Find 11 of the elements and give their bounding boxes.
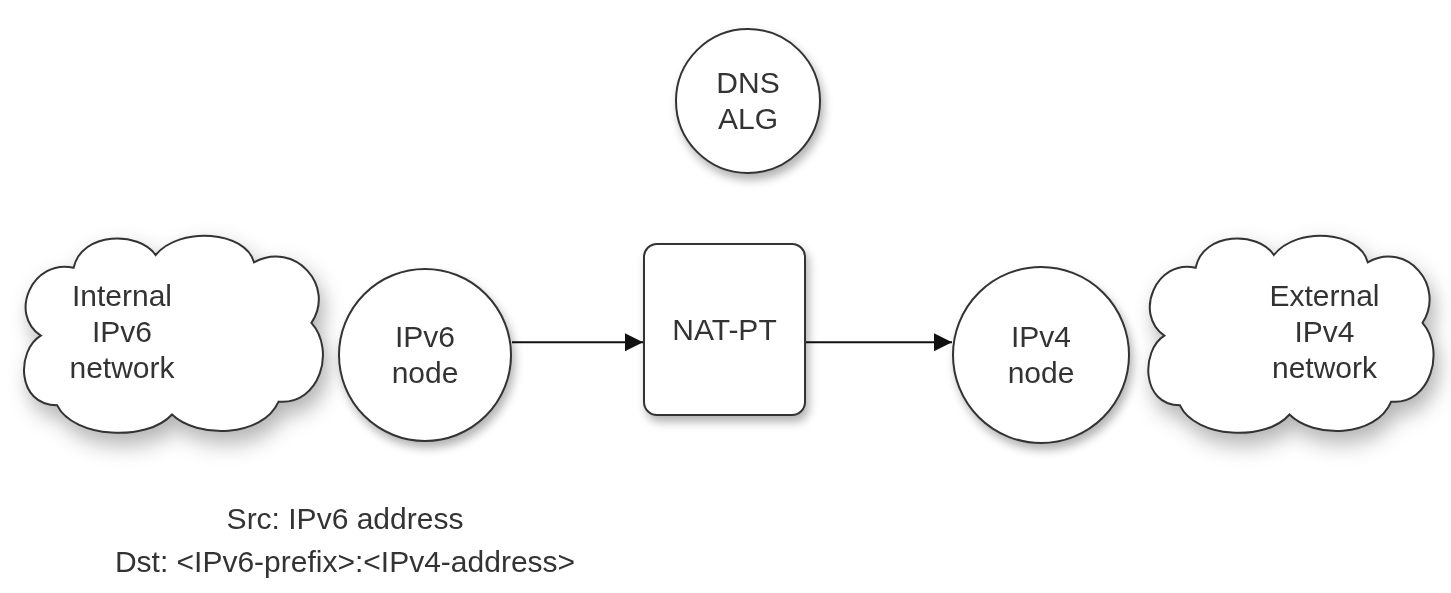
node-label: DNS ALG: [715, 65, 781, 137]
gateway-box: [643, 243, 806, 416]
address-note: Src: IPv6 address: [226, 502, 464, 536]
node-label: NAT-PT: [672, 311, 777, 348]
node-label: External IPv4 network: [1268, 278, 1381, 386]
node-label: IPv4 node: [1006, 319, 1076, 391]
node-label: IPv6 node: [390, 319, 460, 391]
arrow: [511, 333, 644, 352]
address-note: Dst: <IPv6-prefix>:<IPv4-address>: [114, 545, 576, 579]
node-label: Internal IPv6 network: [68, 278, 176, 386]
arrow: [805, 333, 953, 352]
